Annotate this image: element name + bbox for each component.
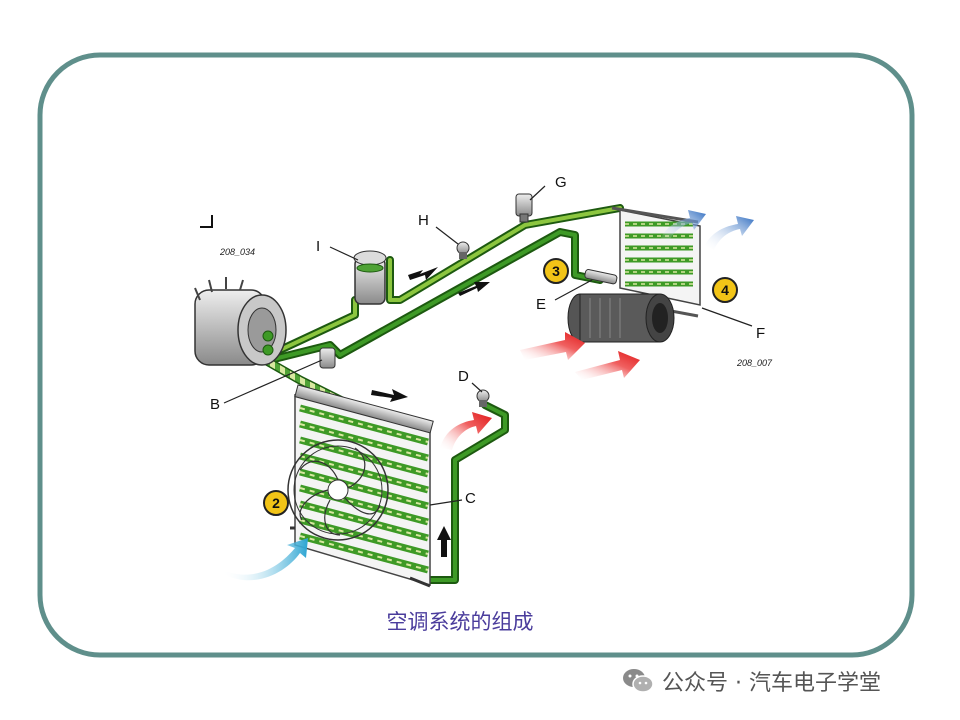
watermark-text: 公众号 · 汽车电子学堂 <box>662 671 881 696</box>
badge-3: 3 <box>543 258 569 284</box>
valve-d <box>476 389 490 407</box>
label-i: I <box>316 238 321 255</box>
hot-air-arrow-blower-1 <box>520 332 585 360</box>
badge-4: 4 <box>712 277 738 303</box>
label-h: H <box>418 212 429 229</box>
cold-air-arrow-2 <box>705 216 754 250</box>
hot-air-arrow-blower-2 <box>575 351 640 380</box>
valve-h <box>456 241 470 259</box>
leader-lines <box>223 185 753 506</box>
refrigerant-lines <box>260 204 624 584</box>
slide-frame <box>37 52 915 658</box>
compressor-drawing <box>194 277 287 366</box>
condenser <box>287 384 434 588</box>
corner-mark <box>200 215 213 228</box>
watermark: 公众号 · 汽车电子学堂 <box>622 666 881 696</box>
label-c: C <box>465 490 476 507</box>
diagram-caption: 空调系统的组成 <box>386 610 534 634</box>
figure-code-right: 208_007 <box>737 358 773 368</box>
figure-code-left: 208_034 <box>220 247 256 257</box>
cold-air-arrow-1 <box>660 210 706 244</box>
label-g: G <box>555 174 567 191</box>
inlet-air-arrow <box>222 538 308 581</box>
blower <box>567 293 675 343</box>
label-b: B <box>210 396 221 413</box>
wechat-icon <box>623 669 654 693</box>
label-f: F <box>756 325 766 342</box>
sensor-g <box>515 193 533 223</box>
badge-2: 2 <box>263 490 289 516</box>
label-e: E <box>536 296 547 313</box>
sensor-b <box>319 347 336 369</box>
expansion-valve <box>584 269 618 285</box>
receiver-drier <box>353 250 387 305</box>
hot-air-arrow-condenser <box>440 412 492 450</box>
label-d: D <box>458 368 469 385</box>
flow-arrows <box>371 267 490 557</box>
